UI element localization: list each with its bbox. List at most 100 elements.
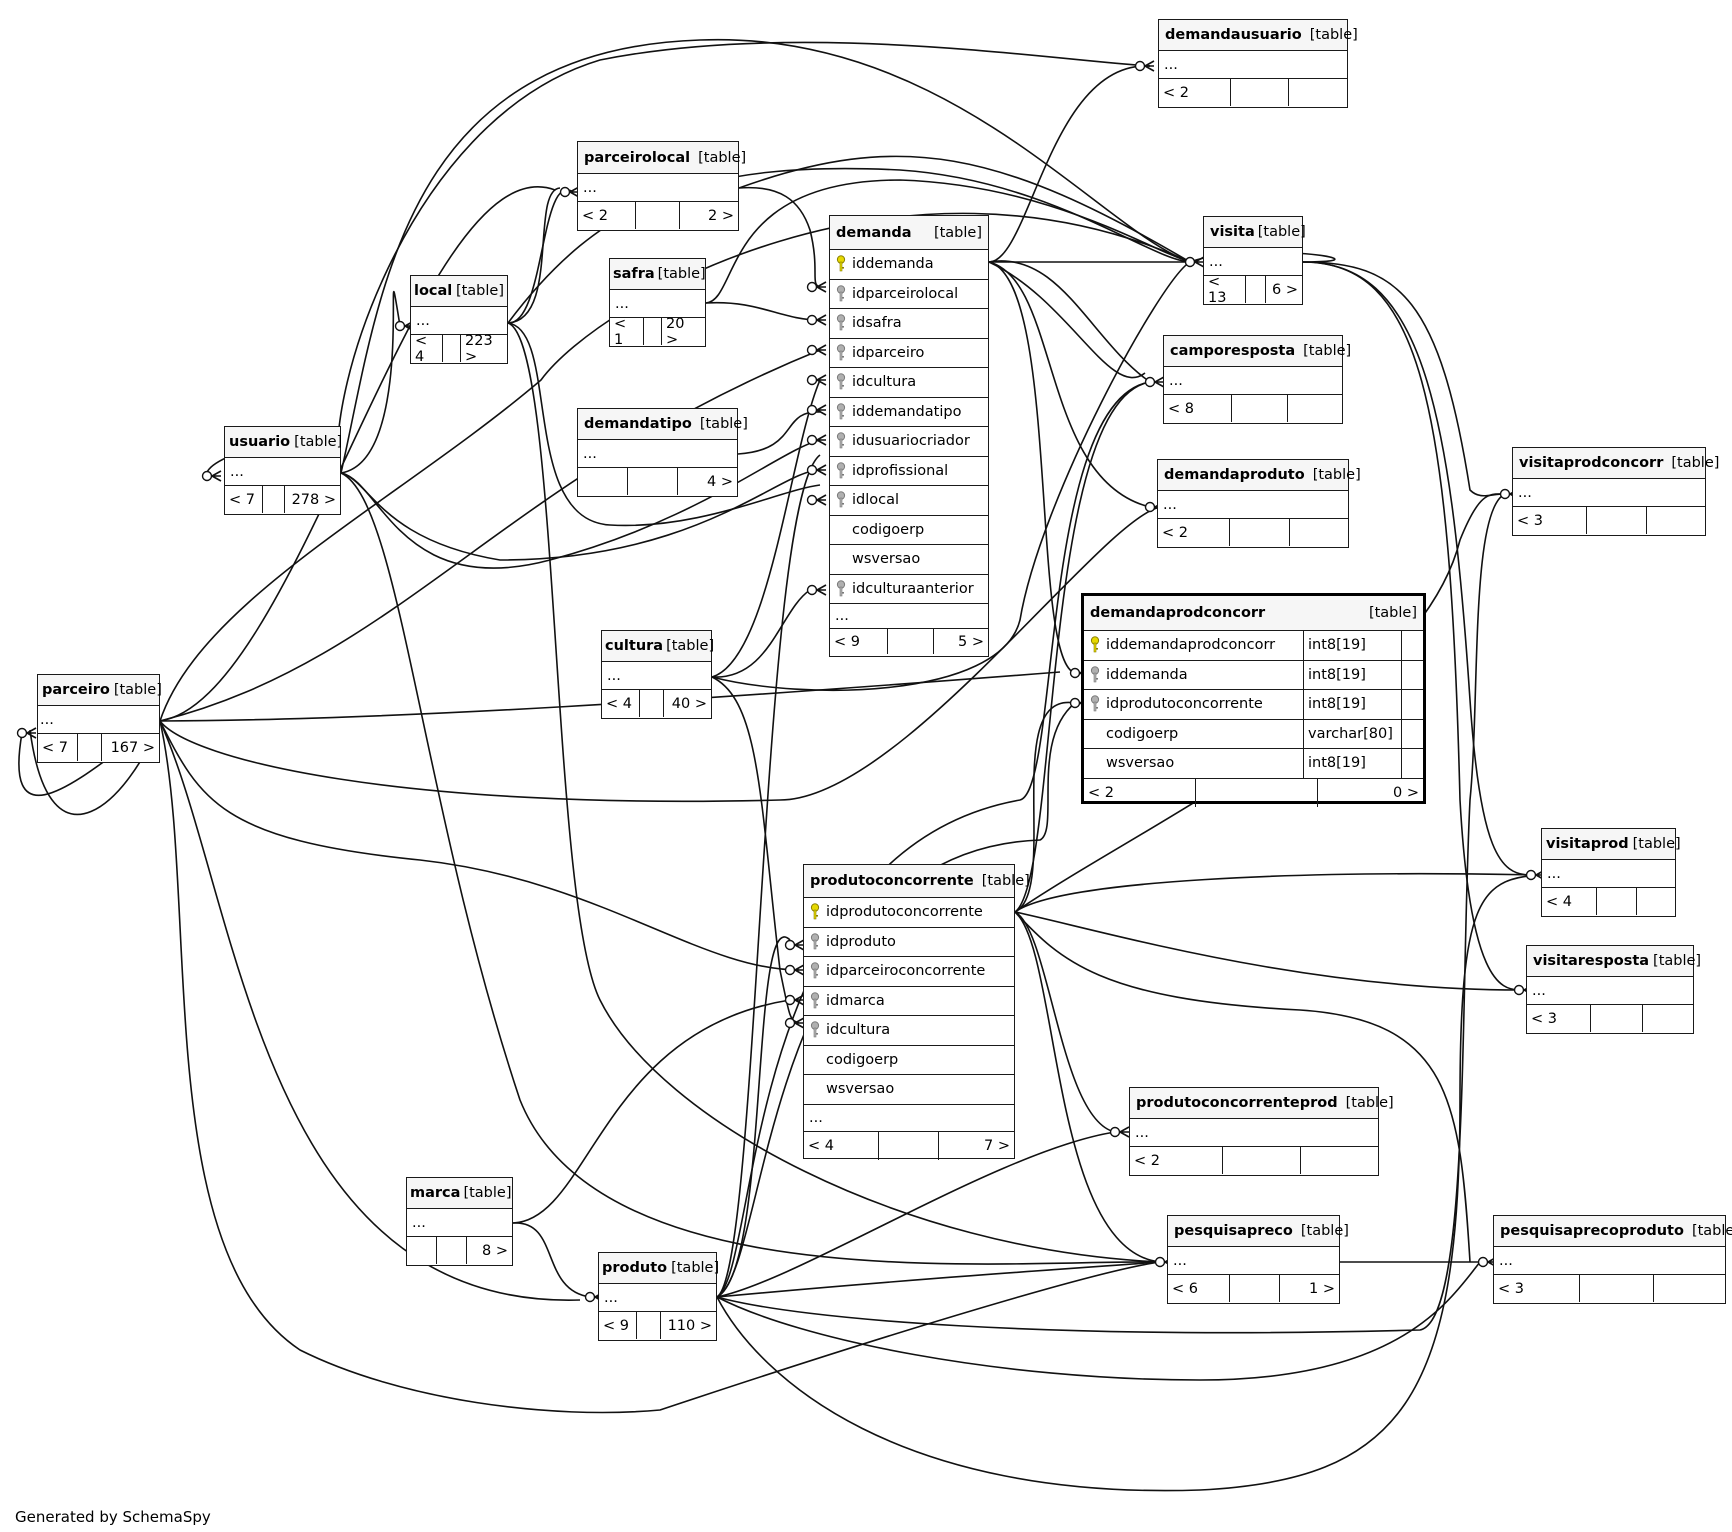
column-row[interactable]: codigoerp xyxy=(830,516,988,545)
crows-foot-marker xyxy=(816,434,827,446)
table-tag: [table] xyxy=(657,266,706,282)
column-row[interactable]: wsversao xyxy=(830,545,988,575)
optional-marker xyxy=(806,584,818,596)
relationship-line xyxy=(988,261,1151,508)
column-name: codigoerp xyxy=(826,1051,899,1068)
table-demandausuario[interactable]: demandausuario[table] ... < 2 xyxy=(1158,19,1358,108)
column-row[interactable]: idprofissional xyxy=(830,457,988,486)
columns-ellipsis: ... xyxy=(1499,1252,1513,1269)
optional-marker xyxy=(1144,376,1156,388)
table-name: visita xyxy=(1210,224,1255,240)
table-demandaprodconcorr[interactable]: demandaprodconcorr[table] iddemandaprodc… xyxy=(1081,593,1426,807)
table-tag: [table] xyxy=(981,873,1030,889)
column-row[interactable]: idculturaanterior xyxy=(830,575,988,604)
column-row[interactable]: idparceiroconcorrente xyxy=(804,957,1014,987)
relationship-line xyxy=(716,493,1506,1334)
column-name: idcultura xyxy=(852,374,917,391)
table-name: cultura xyxy=(605,638,664,654)
table-name: produto xyxy=(602,1260,668,1276)
relationship-line xyxy=(159,186,556,722)
column-row[interactable]: idparceiro xyxy=(830,339,988,368)
table-tag: [table] xyxy=(1345,1095,1394,1111)
table-demandaproduto[interactable]: demandaproduto[table] ... < 2 xyxy=(1157,459,1361,548)
column-row[interactable]: iddemandatipo xyxy=(830,398,988,427)
optional-marker xyxy=(806,374,818,386)
optional-marker xyxy=(1525,869,1537,881)
table-demandatipo[interactable]: demandatipo[table] ... 4 > xyxy=(577,408,748,497)
column-type: int8[19] xyxy=(1303,631,1401,660)
parent-count: < 4 xyxy=(411,333,443,365)
parent-count: < 4 xyxy=(1542,888,1597,915)
column-name: idcultura xyxy=(826,1022,891,1039)
table-name: camporesposta xyxy=(1170,343,1296,359)
column-type: int8[19] xyxy=(1303,660,1401,689)
table-name: marca xyxy=(410,1185,461,1201)
column-row[interactable]: idcultura xyxy=(830,368,988,398)
table-pesquisaprecoproduto[interactable]: pesquisaprecoproduto[table] ... < 3 xyxy=(1493,1215,1732,1304)
table-visitaprod[interactable]: visitaprod[table] ... < 4 xyxy=(1541,828,1681,917)
column-row[interactable]: idusuariocriador xyxy=(830,427,988,457)
column-row[interactable]: idlocal xyxy=(830,486,988,516)
foreign-key-icon xyxy=(1084,695,1106,713)
crows-foot-marker xyxy=(816,314,827,326)
column-row[interactable]: idsafra xyxy=(830,309,988,339)
column-row[interactable]: wsversao xyxy=(804,1075,1014,1105)
primary-key-icon xyxy=(830,255,852,273)
column-row[interactable]: codigoerp xyxy=(804,1046,1014,1075)
column-row[interactable]: idproduto xyxy=(804,928,1014,957)
column-name: idusuariocriador xyxy=(852,433,970,450)
child-count xyxy=(1654,1275,1725,1302)
table-name: produtoconcorrente xyxy=(810,873,974,889)
column-name: idparceiro xyxy=(852,344,925,361)
parent-count xyxy=(578,468,628,495)
table-marca[interactable]: marca[table] ... 8 > xyxy=(406,1177,513,1266)
table-visitaresposta[interactable]: visitaresposta[table] ... < 3 xyxy=(1526,945,1701,1034)
parent-count: < 13 xyxy=(1204,274,1246,306)
table-produtoconcorrenteprod[interactable]: produtoconcorrenteprod[table] ... < 2 xyxy=(1129,1087,1394,1176)
table-tag: [table] xyxy=(699,416,748,432)
optional-marker xyxy=(806,344,818,356)
table-visitaprodconcorr[interactable]: visitaprodconcorr[table] ... < 3 xyxy=(1512,447,1719,536)
foreign-key-icon xyxy=(804,932,826,951)
table-produtoconcorrente[interactable]: produtoconcorrente [table] idprodutoconco… xyxy=(803,864,1030,1160)
relationship-line xyxy=(738,155,1191,263)
column-row[interactable]: idprodutoconcorrente xyxy=(804,898,1014,928)
crows-foot-marker xyxy=(1194,256,1205,268)
column-row[interactable]: iddemanda xyxy=(830,250,988,280)
column-name: idprodutoconcorrente xyxy=(1106,696,1263,713)
relationship-line xyxy=(159,720,1161,1414)
column-row[interactable]: idparceirolocal xyxy=(830,280,988,309)
parent-count: < 8 xyxy=(1164,395,1232,422)
column-row[interactable]: idcultura xyxy=(804,1016,1014,1046)
column-type: int8[19] xyxy=(1303,690,1401,719)
parent-count: < 7 xyxy=(38,734,78,761)
crows-foot-marker xyxy=(211,470,222,482)
column-type: varchar[80] xyxy=(1303,719,1401,748)
table-camporesposta[interactable]: camporesposta[table] ... < 8 xyxy=(1163,335,1351,424)
crows-foot-marker xyxy=(1144,60,1155,72)
table-name: visitaresposta xyxy=(1533,953,1650,969)
column-name: idparceirolocal xyxy=(852,285,959,302)
column-type: int8[19] xyxy=(1303,749,1401,778)
foreign-key-icon xyxy=(830,373,852,391)
column-row[interactable]: idprodutoconcorrente int8[19] xyxy=(1084,690,1423,720)
column-row[interactable]: idmarca xyxy=(804,987,1014,1016)
column-name: iddemandatipo xyxy=(852,403,962,420)
column-spacer xyxy=(1401,660,1423,689)
relationship-line xyxy=(159,212,1191,722)
relationship-line xyxy=(716,874,1538,1492)
